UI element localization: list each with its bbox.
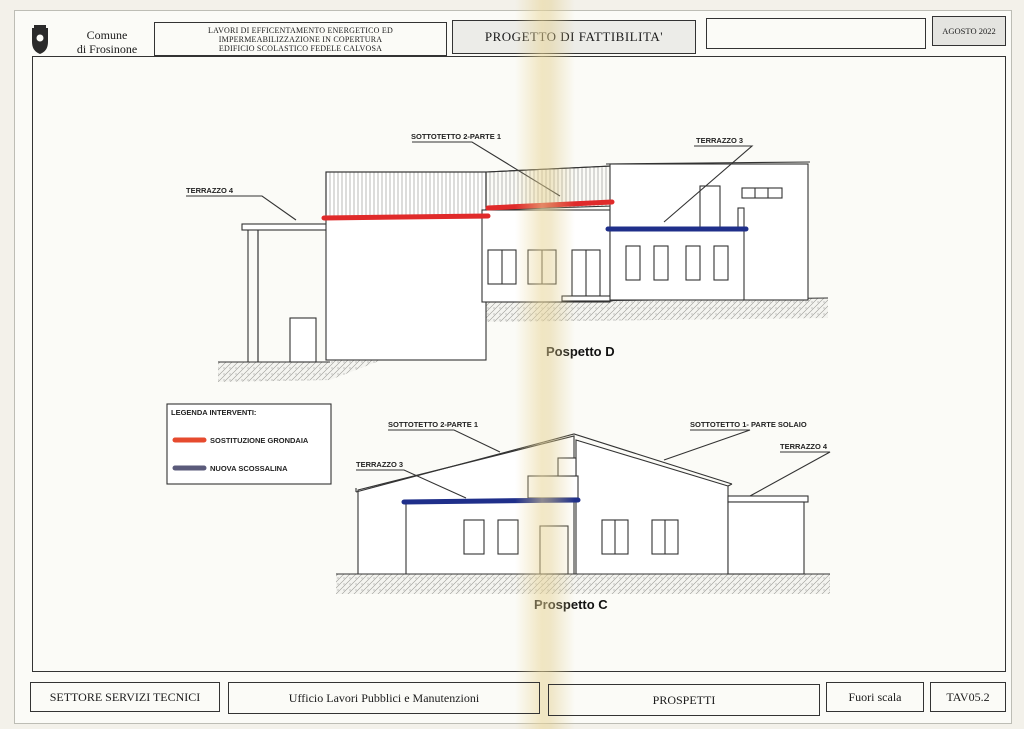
sector: SETTORE SERVIZI TECNICI <box>49 689 201 704</box>
label-c-sottotetto1: SOTTOTETTO 1- PARTE SOLAIO <box>690 420 807 429</box>
project-description-box: LAVORI DI EFFICENTAMENTO ENERGETICO ED I… <box>154 22 447 56</box>
coat-of-arms-icon <box>28 24 52 56</box>
sheet-name-box: PROSPETTI <box>548 684 820 716</box>
scale: Fuori scala <box>848 689 902 704</box>
label-c-terrazzo3: TERRAZZO 3 <box>356 460 403 469</box>
label-c-sottotetto2: SOTTOTETTO 2-PARTE 1 <box>388 420 478 429</box>
scale-box: Fuori scala <box>826 682 924 712</box>
legend <box>166 403 332 485</box>
label-d-terrazzo4: TERRAZZO 4 <box>186 186 234 195</box>
header-blank-box <box>706 18 926 49</box>
gutter-d-left <box>321 213 491 221</box>
date: AGOSTO 2022 <box>942 26 996 36</box>
drawing-sheet <box>14 10 1012 724</box>
elevation-c <box>336 429 831 594</box>
sector-box: SETTORE SERVIZI TECNICI <box>30 682 220 712</box>
legend-item-flashing: NUOVA SCOSSALINA <box>210 464 288 473</box>
elevation-c-title: Prospetto C <box>534 597 608 612</box>
office: Ufficio Lavori Pubblici e Manutenzioni <box>288 690 480 705</box>
elevation-d <box>186 141 829 382</box>
label-d-sottotetto2: SOTTOTETTO 2-PARTE 1 <box>411 132 501 141</box>
office-box: Ufficio Lavori Pubblici e Manutenzioni <box>228 682 540 714</box>
municipality-name: Comune di Frosinone <box>76 28 138 56</box>
sheet-name: PROSPETTI <box>652 692 716 707</box>
date-box: AGOSTO 2022 <box>932 16 1006 46</box>
legend-title: LEGENDA INTERVENTI: <box>171 408 256 417</box>
label-c-terrazzo4: TERRAZZO 4 <box>780 442 828 451</box>
flashing-c-terrace3 <box>401 497 581 505</box>
ground-hatch-d <box>218 298 828 382</box>
sheet-code-box: TAV05.2 <box>930 682 1006 712</box>
label-d-terrazzo3: TERRAZZO 3 <box>696 136 743 145</box>
sheet-code: TAV05.2 <box>946 689 990 704</box>
ground-hatch-c <box>336 574 830 594</box>
elevation-d-title: Pospetto D <box>546 344 615 359</box>
legend-item-gutter: SOSTITUZIONE GRONDAIA <box>210 436 309 445</box>
